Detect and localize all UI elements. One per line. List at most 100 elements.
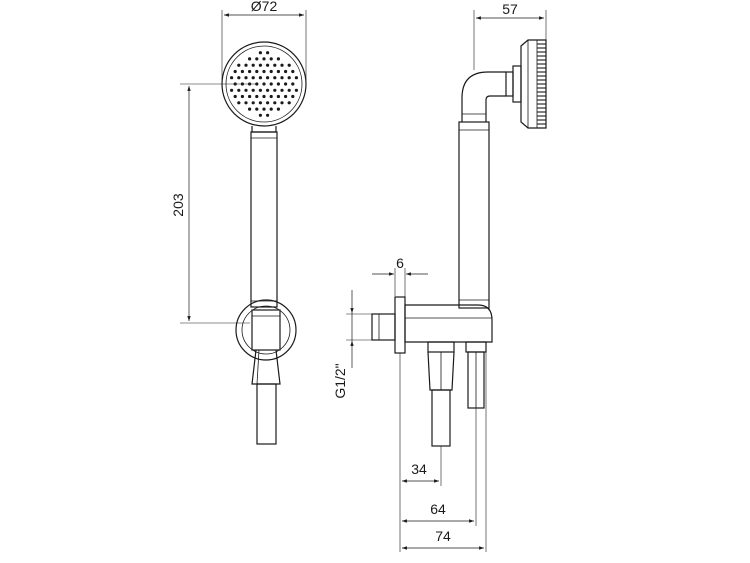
nozzle-dot [269,82,273,86]
nozzle-dot [251,88,255,92]
nozzle-dot [248,94,252,99]
nozzle-dot [230,88,234,92]
hose-side [431,389,451,447]
nozzle-dot [273,76,277,80]
nozzle-dot [266,51,270,55]
holder-offset-label: 64 [430,501,446,517]
nozzle-dot [230,76,234,80]
nozzle-dot [266,113,270,117]
nozzle-dot [262,69,266,74]
nozzle-dot [294,76,298,80]
nozzle-dot [244,88,248,92]
thread-label: G1/2" [332,363,348,398]
elbow-arm [461,71,506,122]
nozzle-dot [258,101,262,105]
nozzle-dot [244,101,248,105]
nozzle-dot [251,63,255,67]
dimension-flange-thickness: 6 [372,255,428,304]
wall-holder [235,299,297,361]
dimension-total-projection: 74 [402,528,484,550]
nozzle-dot [266,88,270,92]
nozzle-dot [291,94,295,99]
nozzle-dot [266,76,270,80]
wall-flange [394,296,406,354]
nozzle-dot [273,88,277,92]
nozzle-dot [276,94,280,99]
nozzle-dot [266,101,270,105]
nozzle-dot [237,88,241,92]
nozzle-pattern [230,51,298,117]
nozzle-dot [244,63,248,67]
nozzle-dot [280,63,284,67]
thread-inlet [371,313,396,341]
nozzle-dot [273,101,277,105]
total-projection-label: 74 [435,528,451,544]
nozzle-dot [251,76,255,80]
nozzle-dot [276,69,280,74]
nozzle-dot [237,63,241,67]
nozzle-dot [262,82,266,86]
depth-label: 57 [502,1,518,17]
nozzle-dot [248,57,252,61]
handle-length-label: 203 [170,193,186,217]
dimension-handle-length: 203 [170,83,258,324]
nozzle-dot [258,113,262,117]
nozzle-dot [233,94,237,99]
dimension-holder-offset: 64 [402,501,474,523]
nozzle-dot [248,69,252,74]
nozzle-dot [269,69,273,74]
nozzle-dot [291,69,295,74]
nozzle-dot [237,101,241,105]
nozzle-dot [284,69,288,74]
nozzle-dot [269,107,273,111]
nozzle-dot [291,82,295,86]
dimension-outlet-offset: 34 [402,461,439,483]
nozzle-dot [280,76,284,80]
nozzle-dot [262,57,266,61]
dimension-depth: 57 [473,1,547,70]
nozzle-dot [280,88,284,92]
nozzle-dot [258,63,262,67]
nozzle-dot [280,101,284,105]
spray-nozzles-profile [537,43,546,125]
nozzle-dot [251,101,255,105]
nozzle-dot [262,94,266,99]
nozzle-dot [276,107,280,111]
nozzle-dot [233,69,237,74]
hose [256,383,277,445]
nozzle-dot [287,76,291,80]
nozzle-dot [240,94,244,99]
head-diameter-label: Ø72 [251,0,278,14]
handle-body [250,131,278,308]
nozzle-dot [276,57,280,61]
dimension-head-diameter: Ø72 [221,0,307,80]
outlet-offset-label: 34 [411,461,427,477]
front-view [221,41,307,445]
nozzle-dot [258,51,262,55]
nozzle-dot [294,88,298,92]
nozzle-dot [266,63,270,67]
side-view [371,39,547,447]
nozzle-dot [240,69,244,74]
nozzle-dot [237,76,241,80]
nozzle-dot [269,57,273,61]
nozzle-dot [287,101,291,105]
nozzle-dot [284,82,288,86]
nozzle-dot [258,88,262,92]
nozzle-dot [255,57,259,61]
nozzle-dot [262,107,266,111]
dimension-thread: G1/2" [332,290,372,399]
nozzle-dot [287,88,291,92]
flange-thickness-label: 6 [396,255,404,271]
nozzle-dot [276,82,280,86]
nozzle-dot [287,63,291,67]
nozzle-dot [248,107,252,111]
nozzle-dot [273,63,277,67]
nozzle-dot [255,69,259,74]
handle-side [458,121,490,309]
nozzle-dot [255,107,259,111]
nozzle-dot [284,94,288,99]
nozzle-dot [258,76,262,80]
nozzle-dot [244,76,248,80]
